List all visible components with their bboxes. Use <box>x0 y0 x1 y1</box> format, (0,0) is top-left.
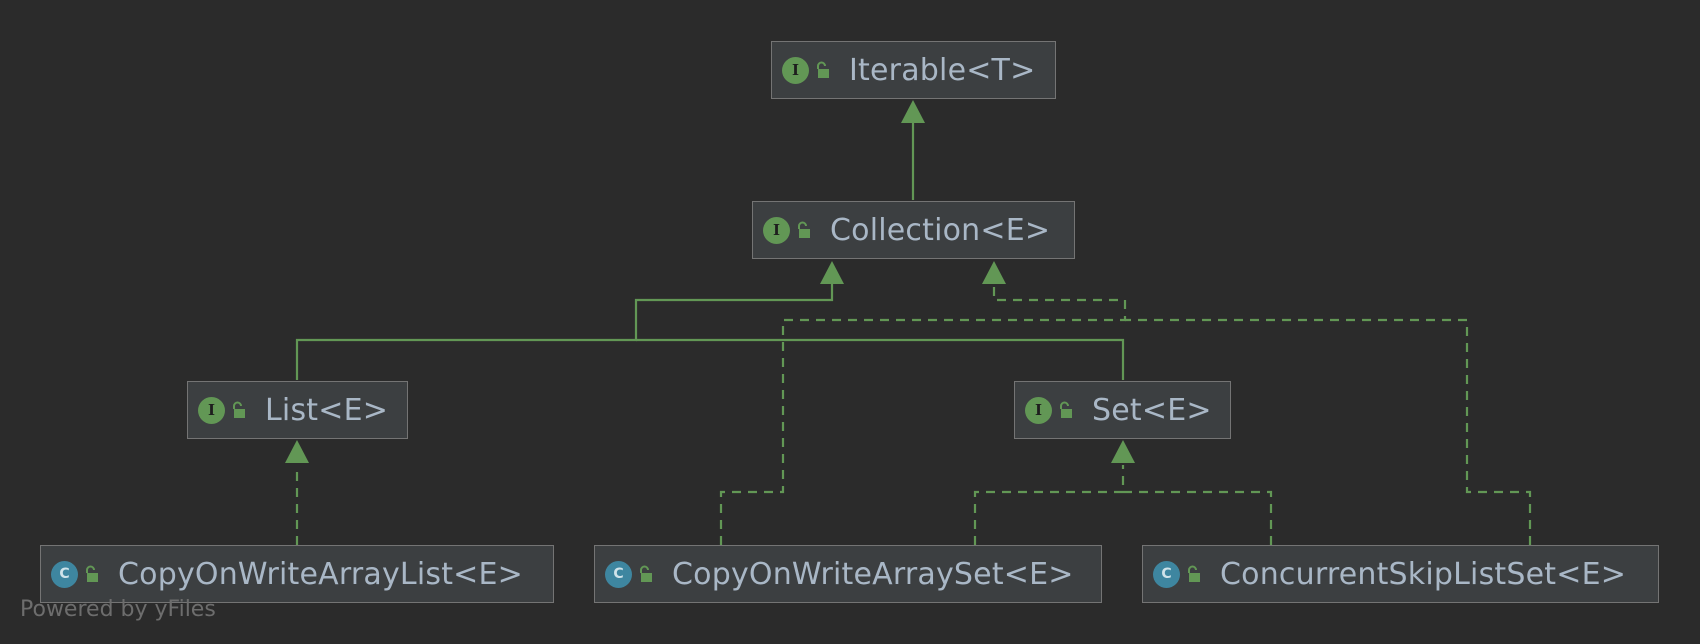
node-collection[interactable]: I Collection<E> <box>752 201 1075 259</box>
unlock-icon <box>798 221 810 238</box>
class-icon: C <box>51 560 78 588</box>
edge-set-collection <box>636 338 1125 380</box>
arrowhead-set <box>1111 440 1135 463</box>
node-label: List<E> <box>265 392 389 428</box>
arrowhead-collection-dashed <box>982 261 1006 284</box>
arrowhead-iterable <box>901 100 925 123</box>
edge-list-collection <box>295 282 834 380</box>
unlock-icon <box>640 565 652 582</box>
class-icon: C <box>1153 560 1180 588</box>
arrowhead-list <box>285 440 309 463</box>
interface-icon: I <box>1025 396 1052 424</box>
interface-icon: I <box>763 216 790 244</box>
class-icon: C <box>605 560 632 588</box>
interface-icon: I <box>198 396 225 424</box>
node-concurrentskiplistset[interactable]: C ConcurrentSkipListSet<E> <box>1142 545 1659 603</box>
node-label: Set<E> <box>1092 392 1212 428</box>
node-iterable[interactable]: I Iterable<T> <box>771 41 1056 99</box>
node-copyonwritearraylist[interactable]: C CopyOnWriteArrayList<E> <box>40 545 554 603</box>
node-label: CopyOnWriteArraySet<E> <box>672 556 1074 592</box>
unlock-icon <box>1060 401 1072 418</box>
edge-cowset-collection <box>719 282 1127 545</box>
unlock-icon <box>1188 565 1200 582</box>
edge-skiplist-set <box>1123 490 1273 545</box>
unlock-icon <box>233 401 245 418</box>
arrowhead-collection-solid <box>820 261 844 284</box>
unlock-icon <box>86 565 98 582</box>
unlock-icon <box>817 61 829 78</box>
node-copyonwritearrayset[interactable]: C CopyOnWriteArraySet<E> <box>594 545 1102 603</box>
edge-skiplist-collection <box>1125 318 1532 545</box>
node-label: ConcurrentSkipListSet<E> <box>1220 556 1627 592</box>
node-list[interactable]: I List<E> <box>187 381 408 439</box>
node-label: Collection<E> <box>830 212 1051 248</box>
interface-icon: I <box>782 56 809 84</box>
powered-by-footer: Powered by yFiles <box>20 597 216 622</box>
edge-cowset-set <box>973 465 1125 545</box>
node-label: Iterable<T> <box>849 52 1036 88</box>
node-set[interactable]: I Set<E> <box>1014 381 1231 439</box>
node-label: CopyOnWriteArrayList<E> <box>118 556 524 592</box>
